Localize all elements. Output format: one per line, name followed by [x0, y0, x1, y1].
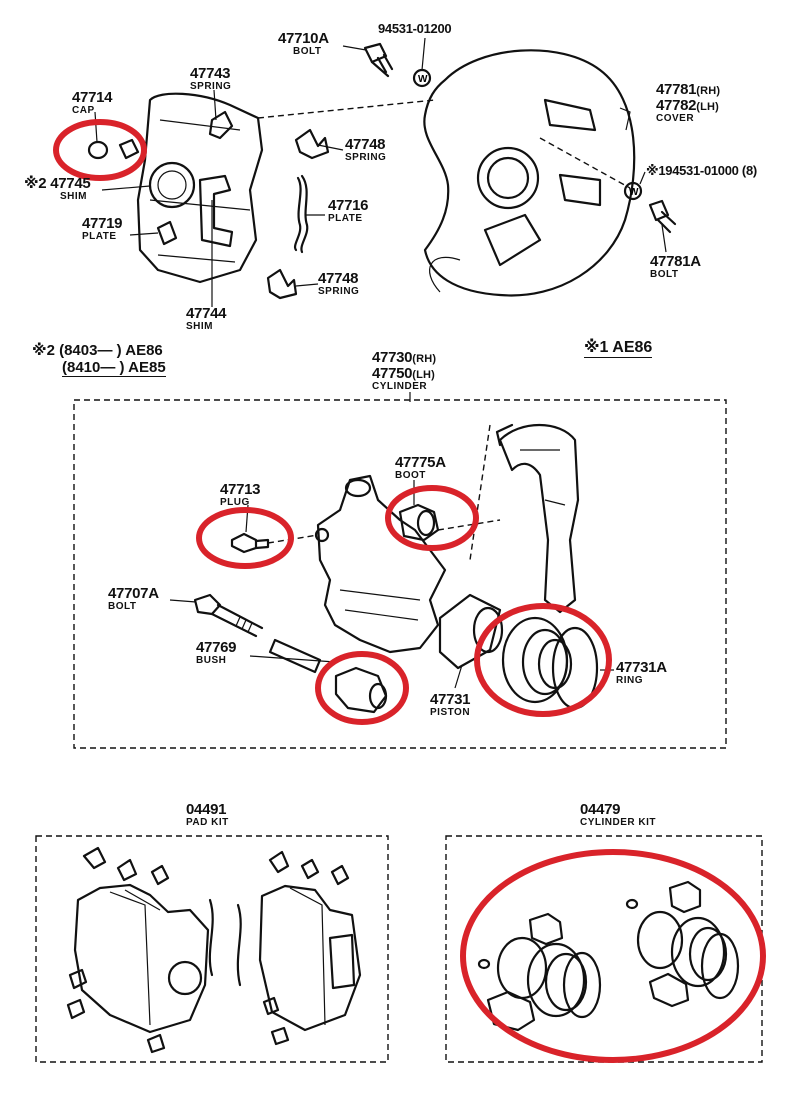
label-47714: 47714 — [72, 89, 113, 106]
label-47781a: 47781A — [650, 253, 701, 270]
piston-47731 — [438, 593, 504, 670]
label-cylinder: CYLINDER — [372, 381, 428, 392]
label-47775a: 47775A — [395, 454, 446, 471]
label-47744: 47744 — [186, 305, 227, 322]
label-bush: BUSH — [196, 655, 227, 666]
washer-194531: W — [623, 181, 643, 201]
label-47710a: 47710A — [278, 30, 329, 47]
label-47707a: 47707A — [108, 585, 159, 602]
highlight-circles — [53, 119, 766, 1063]
label-cover: COVER — [656, 113, 695, 124]
washer-94531: W — [412, 68, 432, 88]
spring-47748-lower — [266, 268, 298, 300]
label-plate-b: PLATE — [82, 231, 117, 242]
label-boot: BOOT — [395, 470, 426, 481]
note-2-line2: (8410— ) AE85 — [62, 359, 166, 377]
bolt-47707a — [193, 593, 264, 638]
highlight-plug — [196, 507, 294, 569]
boot-lower — [334, 666, 388, 714]
spring-47748-upper — [294, 128, 330, 160]
bolt-47781a — [648, 199, 677, 234]
spring-47743 — [208, 110, 234, 140]
label-pad-kit: PAD KIT — [186, 817, 229, 828]
cylinder-assembly-frame — [73, 399, 727, 749]
label-shim-a: SHIM — [60, 191, 87, 202]
dust-cover-47781 — [423, 49, 636, 297]
pad-kit-frame — [35, 835, 389, 1063]
highlight-cylinder-kit — [460, 849, 766, 1063]
label-47730: 47730(RH) — [372, 349, 437, 366]
label-47743: 47743 — [190, 65, 231, 82]
label-47716: 47716 — [328, 197, 369, 214]
highlight-lower-boot — [315, 651, 409, 725]
label-47731: 47731 — [430, 691, 471, 708]
plate-47719 — [156, 220, 178, 246]
highlight-ring — [474, 603, 612, 717]
leader-lines-top — [94, 37, 667, 307]
caliper-cylinder-body — [314, 474, 447, 654]
label-bolt-a: BOLT — [293, 46, 322, 57]
caliper-mounting-bracket — [136, 92, 264, 284]
caliper-torque-plate — [469, 423, 580, 614]
label-47748-upper: 47748 — [345, 136, 386, 153]
label-47731a: 47731A — [616, 659, 667, 676]
svg-text:W: W — [629, 187, 639, 198]
label-plate-a: PLATE — [328, 213, 363, 224]
label-spring-a: SPRING — [190, 81, 232, 92]
plug-47713 — [230, 532, 270, 554]
label-04479: 04479 — [580, 801, 621, 818]
label-47750: 47750(LH) — [372, 365, 436, 382]
svg-text:W: W — [418, 74, 428, 85]
label-47745-note: ※2 47745 — [24, 175, 91, 192]
note-2-line1: ※2 (8403— ) AE86 — [32, 342, 163, 359]
label-47713: 47713 — [220, 481, 261, 498]
pad-kit-parts — [66, 846, 362, 1054]
highlight-cap — [53, 119, 147, 181]
label-bolt-c: BOLT — [108, 601, 137, 612]
ring-47731a — [501, 616, 599, 710]
label-47748-lower: 47748 — [318, 270, 359, 287]
note-1: ※1 AE86 — [584, 339, 653, 358]
label-47769: 47769 — [196, 639, 237, 656]
label-94531: 94531-01200 — [378, 21, 452, 36]
label-47719: 47719 — [82, 215, 123, 232]
label-194531: ※194531-01000 (8) — [646, 163, 757, 178]
label-04491: 04491 — [186, 801, 227, 818]
label-cap: CAP — [72, 105, 95, 116]
label-spring-c: SPRING — [318, 286, 360, 297]
label-ring: RING — [616, 675, 643, 686]
label-piston: PISTON — [430, 707, 471, 718]
bolt-47710a — [363, 42, 394, 78]
plate-47716 — [294, 174, 309, 254]
cap-47714 — [87, 138, 140, 160]
label-spring-b: SPRING — [345, 152, 387, 163]
label-bolt-b: BOLT — [650, 269, 679, 280]
highlight-boot — [385, 485, 479, 551]
cylinder-kit-frame — [445, 835, 763, 1063]
label-cylinder-kit: CYLINDER KIT — [580, 817, 656, 828]
label-plug: PLUG — [220, 497, 250, 508]
bush-47769 — [268, 638, 322, 674]
label-47782: 47782(LH) — [656, 97, 720, 114]
label-47781: 47781(RH) — [656, 81, 721, 98]
cylinder-kit-parts — [477, 880, 740, 1032]
label-shim-b: SHIM — [186, 321, 213, 332]
